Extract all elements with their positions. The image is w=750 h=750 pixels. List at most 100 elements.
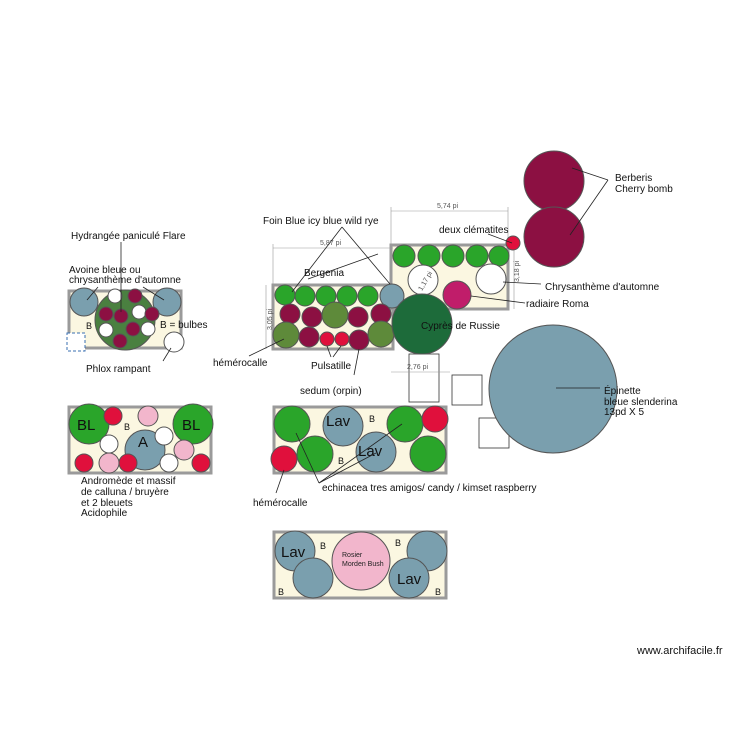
marker-lav-1: Lav [326,413,351,430]
plant-bergenia[interactable] [392,244,416,268]
marker-lav-4: Lav [397,571,422,588]
plant-olive[interactable] [321,301,349,329]
label-chrysantheme: Chrysanthème d'automne [545,282,660,293]
plant-red[interactable] [421,405,449,433]
plant-radiaire[interactable] [442,280,472,310]
dim-587: 5,87 pi [320,240,341,247]
label-radiaire: radiaire Roma [526,299,589,310]
plant-red[interactable] [103,406,123,426]
plant-pink[interactable] [173,439,195,461]
marker-a: A [138,434,148,451]
label-pulsatille: Pulsatille [311,361,351,372]
plant-bulb[interactable] [107,288,123,304]
bulb-marker: B [435,587,441,597]
plant-crimson[interactable] [298,326,320,348]
plant-hemerocalle[interactable] [272,321,300,349]
plant-pulsatille[interactable] [319,331,335,347]
label-epinette-1: Épinette [604,384,641,397]
plant-bergenia[interactable] [357,285,379,307]
label-berberis-1: Berberis [615,173,652,184]
plant-pink[interactable] [137,405,159,427]
watermark[interactable]: www.archifacile.fr [636,645,723,657]
label-andromede-1: Andromède et massif [81,476,176,487]
label-andromede-4: Acidophile [81,508,128,519]
plant-crimson[interactable] [301,306,323,328]
square-plot-2[interactable] [451,374,483,406]
plant-bleuet[interactable] [172,403,214,445]
plant-bergenia[interactable] [336,285,358,307]
label-b-bulbes: B = bulbes [160,320,208,331]
bulb-marker: B [320,541,326,551]
plant-bulb[interactable] [131,304,147,320]
plant-pulsatille[interactable] [334,331,350,347]
plant-lavande[interactable] [322,405,364,447]
plant-foin[interactable] [379,283,405,309]
label-echinacea: echinacea tres amigos/ candy / kimset ra… [322,483,537,494]
plant-red[interactable] [191,453,211,473]
plant-hemerocalle[interactable] [270,445,298,473]
label-phlox: Phlox rampant [86,364,151,375]
label-hemerocalle-2: hémérocalle [253,498,308,509]
dim-574: 5,74 pi [437,203,458,210]
plant-bulb[interactable] [98,322,114,338]
plant-rosier[interactable] [331,531,391,591]
marker-bl-2: BL [182,417,200,434]
dashed-square[interactable] [66,332,86,352]
label-sedum: sedum (orpin) [300,386,362,397]
dim-276: 2,76 pi [407,364,428,371]
plant-berberis-1[interactable] [523,150,585,212]
label-clematites: deux clématites [439,225,508,236]
plant-avoine-2[interactable] [152,287,182,317]
plant-lavande[interactable] [355,431,397,473]
rosier-label-1: Rosier [342,552,363,559]
plant-white[interactable] [154,426,174,446]
plant-lavande[interactable] [292,557,334,599]
label-avoine-1: Avoine bleue ou [69,265,141,276]
plant-phlox[interactable] [163,331,185,353]
plant-crimson[interactable] [347,306,369,328]
plant-bergenia[interactable] [294,285,316,307]
plant-pink[interactable] [98,452,120,474]
marker-lav-2: Lav [358,443,383,460]
plant-small[interactable] [125,321,141,337]
plant-bergenia[interactable] [417,244,441,268]
marker-lav-3: Lav [281,544,306,561]
label-hydrangee: Hydrangée paniculé Flare [71,231,186,242]
label-andromede-3: et 2 bleuets [81,498,133,509]
square-plot-1[interactable] [408,353,440,403]
plant-bergenia[interactable] [488,245,510,267]
plant-small[interactable] [98,306,114,322]
bulb-marker: B [338,456,344,466]
label-berberis-2: Cherry bomb [615,184,673,195]
plant-white[interactable] [99,434,119,454]
plant-chrysantheme[interactable] [475,263,507,295]
bulb-marker: B [278,587,284,597]
plant-crimson[interactable] [279,303,301,325]
plant-bergenia[interactable] [465,244,489,268]
plant-small[interactable] [112,333,128,349]
plant-bergenia[interactable] [274,284,296,306]
plant-echinacea[interactable] [386,405,424,443]
plant-berberis-2[interactable] [523,206,585,268]
plant-bulb[interactable] [140,321,156,337]
plant-clematite[interactable] [505,235,521,251]
plant-bergenia[interactable] [441,244,465,268]
rosier-label-2: Morden Bush [342,561,384,568]
plant-echinacea[interactable] [409,435,447,473]
label-andromede-2: de calluna / bruyère [81,487,169,498]
plant-sedum[interactable] [348,329,370,351]
plant-red[interactable] [74,453,94,473]
plant-small[interactable] [144,306,160,322]
plant-lavande[interactable] [388,557,430,599]
plant-white[interactable] [159,453,179,473]
plant-olive[interactable] [367,320,395,348]
plant-red[interactable] [118,453,138,473]
plant-epinette[interactable] [488,324,618,454]
plant-echinacea[interactable] [296,435,334,473]
label-foin: Foin Blue icy blue wild rye [263,216,379,227]
plant-cypres[interactable] [391,293,453,355]
plant-echinacea[interactable] [273,405,311,443]
label-epinette-3: 13pd X 5 [604,407,644,418]
plant-small[interactable] [127,288,143,304]
